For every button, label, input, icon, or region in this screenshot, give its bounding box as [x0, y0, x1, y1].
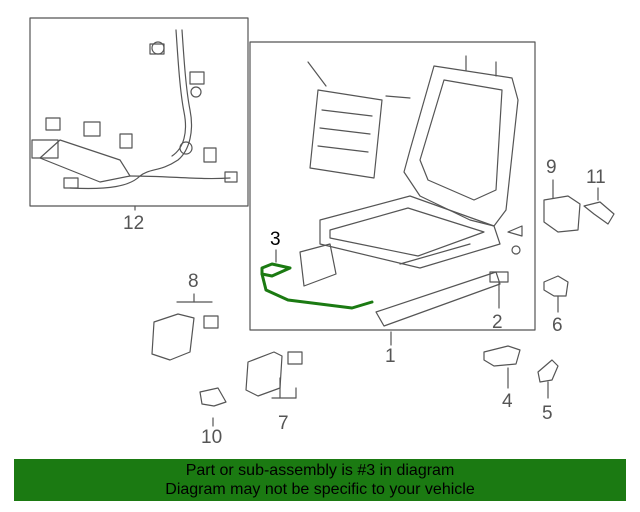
- info-banner: Part or sub-assembly is #3 in diagram Di…: [14, 459, 626, 501]
- part-2-grommet: [489, 225, 523, 291]
- part-11-trim: [583, 201, 615, 225]
- banner-line-1: Part or sub-assembly is #3 in diagram: [185, 462, 455, 479]
- part-6-bracket: [543, 275, 569, 297]
- part-4-cover: [483, 345, 521, 367]
- banner-line-2: Diagram may not be specific to your vehi…: [165, 481, 475, 498]
- inset-frame-1: [249, 41, 536, 331]
- callout-9: 9: [546, 157, 557, 178]
- callout-4: 4: [502, 391, 513, 412]
- callout-11: 11: [586, 167, 606, 188]
- part-10-cover: [199, 387, 227, 407]
- exploded-view-diagram: [29, 17, 615, 427]
- callout-3: 3: [270, 229, 281, 250]
- part-8-cover: [151, 313, 219, 361]
- part-9-cover: [543, 195, 581, 233]
- callout-5: 5: [542, 403, 553, 424]
- callout-2: 2: [492, 312, 503, 333]
- callout-6: 6: [552, 315, 563, 336]
- callout-8: 8: [188, 271, 199, 292]
- part-3-rod: [260, 262, 374, 310]
- part-1-seat-frame-box: [249, 41, 536, 331]
- inset-frame-12: [29, 17, 249, 207]
- part-5-clip: [537, 359, 559, 383]
- part-7-cover: [245, 351, 303, 397]
- callout-12: 12: [123, 213, 145, 234]
- part-12-harness-inset: [29, 17, 249, 211]
- callout-7: 7: [278, 413, 289, 434]
- callout-10: 10: [201, 427, 223, 448]
- callout-1: 1: [385, 346, 396, 367]
